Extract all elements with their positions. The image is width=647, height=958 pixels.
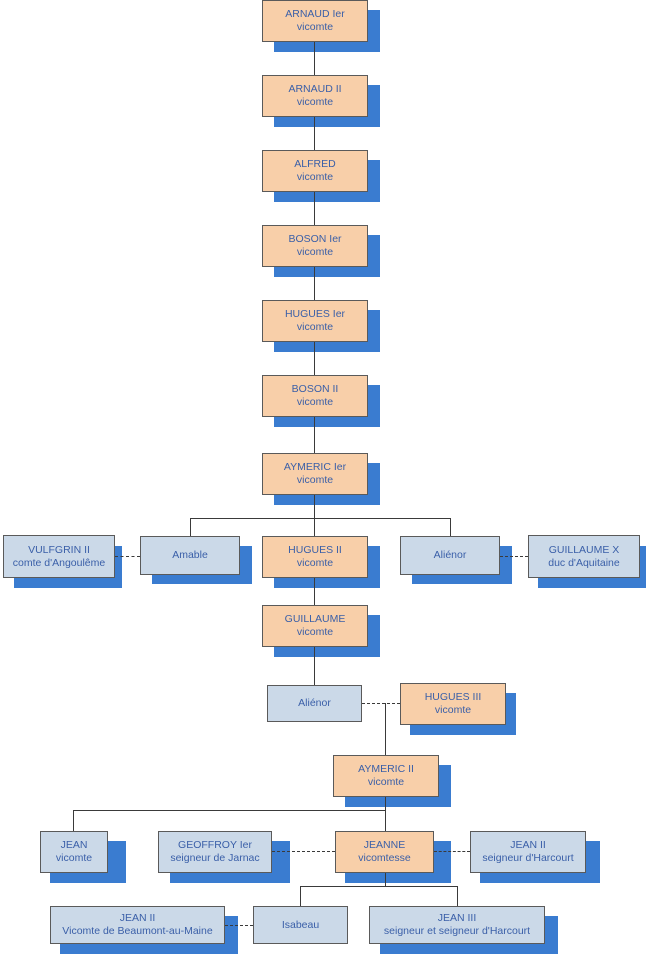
node-title: ARNAUD Ier [285, 8, 345, 20]
node-alienor-1[interactable]: Aliénor [400, 536, 500, 575]
node-subtitle: vicomte [296, 21, 334, 33]
sibling-bar-jeanne-children [300, 886, 458, 887]
node-geoffroy-ier[interactable]: GEOFFROY Ier seigneur de Jarnac [158, 831, 272, 873]
node-title: HUGUES III [424, 691, 482, 703]
node-subtitle: vicomtesse [358, 852, 411, 864]
node-arnaud-ii[interactable]: ARNAUD II vicomte [262, 75, 368, 117]
node-jean-ii-harcourt[interactable]: JEAN II seigneur d'Harcourt [470, 831, 586, 873]
node-subtitle: comte d'Angoulême [12, 556, 106, 569]
node-title: BOSON II [291, 383, 339, 395]
node-title: VULFGRIN II [28, 543, 90, 556]
node-title: Aliénor [433, 549, 467, 561]
connector-guillaume-alienor2 [314, 647, 315, 685]
node-hugues-ier[interactable]: HUGUES Ier vicomte [262, 300, 368, 342]
node-amable[interactable]: Amable [140, 536, 240, 575]
sibling-bar-aymeric2-children [73, 810, 386, 811]
node-subtitle: vicomte [296, 626, 334, 638]
node-arnaud-ier[interactable]: ARNAUD Ier vicomte [262, 0, 368, 42]
connector-arnaud2-alfred [314, 117, 315, 150]
connector-alfred-boson1 [314, 192, 315, 225]
node-title: ARNAUD II [288, 83, 342, 95]
node-title: JEAN II [510, 839, 546, 851]
marriage-geoffroy1-jeanne [272, 851, 335, 852]
node-title: JEAN [60, 839, 88, 851]
node-subtitle: seigneur de Jarnac [170, 852, 260, 864]
node-boson-ii[interactable]: BOSON II vicomte [262, 375, 368, 417]
node-alienor-2[interactable]: Aliénor [267, 685, 362, 722]
node-hugues-ii[interactable]: HUGUES II vicomte [262, 536, 368, 578]
node-subtitle: vicomte [296, 321, 334, 333]
connector-hugues1-boson2 [314, 342, 315, 375]
node-vulfgrin-ii[interactable]: VULFGRIN II comte d'Angoulême [3, 535, 115, 578]
connector-marriage-to-aymeric2 [385, 703, 386, 755]
node-title: GEOFFROY Ier [178, 839, 252, 851]
node-guillaume-x[interactable]: GUILLAUME X duc d'Aquitaine [528, 535, 640, 578]
node-title: Aliénor [298, 697, 331, 709]
node-subtitle: vicomte [434, 704, 472, 716]
node-subtitle: seigneur et seigneur d'Harcourt [383, 925, 531, 937]
connector-aymeric2-down [385, 797, 386, 831]
node-subtitle: vicomte [296, 474, 334, 486]
node-hugues-iii[interactable]: HUGUES III vicomte [400, 683, 506, 725]
node-title: Isabeau [281, 918, 320, 931]
connector-aymeric1-down [314, 495, 315, 536]
connector-bar-to-jean3 [457, 886, 458, 906]
node-title: BOSON Ier [288, 233, 342, 245]
marriage-jean2b-isabeau [225, 925, 253, 926]
connector-boson2-aymeric1 [314, 417, 315, 453]
node-subtitle: seigneur d'Harcourt [482, 852, 574, 864]
node-jean-iii[interactable]: JEAN III seigneur et seigneur d'Harcourt [369, 906, 545, 944]
node-subtitle: vicomte [296, 557, 334, 569]
node-title: Amable [172, 549, 208, 561]
node-subtitle: vicomte [296, 171, 334, 183]
node-title: AYMERIC Ier [283, 461, 347, 473]
connector-bar-to-alienor1 [450, 518, 451, 536]
marriage-jeanne-jean2h [434, 851, 470, 852]
node-title: AYMERIC II [358, 763, 414, 775]
node-jean-ii-beaumont[interactable]: JEAN II Vicomte de Beaumont-au-Maine [50, 906, 225, 944]
node-subtitle: vicomte [296, 96, 334, 108]
node-subtitle: duc d'Aquitaine [548, 556, 620, 569]
connector-bar-to-amable [190, 518, 191, 536]
node-subtitle: vicomte [367, 776, 405, 788]
node-title: JEAN II [119, 912, 156, 924]
node-boson-ier[interactable]: BOSON Ier vicomte [262, 225, 368, 267]
node-aymeric-ii[interactable]: AYMERIC II vicomte [333, 755, 439, 797]
node-subtitle: Vicomte de Beaumont-au-Maine [62, 925, 213, 937]
marriage-vulfgrin2-amable [115, 556, 140, 557]
connector-bar-to-jean [73, 810, 74, 831]
node-title: JEANNE [363, 839, 406, 851]
node-title: HUGUES Ier [284, 308, 346, 320]
node-title: ALFRED [294, 158, 336, 170]
node-jean[interactable]: JEAN vicomte [40, 831, 108, 873]
node-guillaume[interactable]: GUILLAUME vicomte [262, 605, 368, 647]
node-subtitle: vicomte [296, 396, 334, 408]
node-title: GUILLAUME X [548, 543, 620, 556]
node-jeanne[interactable]: JEANNE vicomtesse [335, 831, 434, 873]
connector-arnaud1-arnaud2 [314, 42, 315, 75]
connector-boson1-hugues1 [314, 267, 315, 300]
node-alfred[interactable]: ALFRED vicomte [262, 150, 368, 192]
connector-hugues2-guillaume [314, 578, 315, 605]
node-title: JEAN III [437, 912, 477, 924]
marriage-alienor2-hugues3 [362, 703, 400, 704]
sibling-bar-aymeric1-children [190, 518, 451, 519]
node-aymeric-ier[interactable]: AYMERIC Ier vicomte [262, 453, 368, 495]
node-subtitle: vicomte [55, 852, 93, 864]
node-title: HUGUES II [288, 544, 342, 556]
connector-bar-to-isabeau [300, 886, 301, 906]
marriage-alienor1-guillaumeX [500, 556, 528, 557]
node-subtitle: vicomte [296, 246, 334, 258]
node-title: GUILLAUME [284, 613, 346, 625]
node-isabeau[interactable]: Isabeau [253, 906, 348, 944]
